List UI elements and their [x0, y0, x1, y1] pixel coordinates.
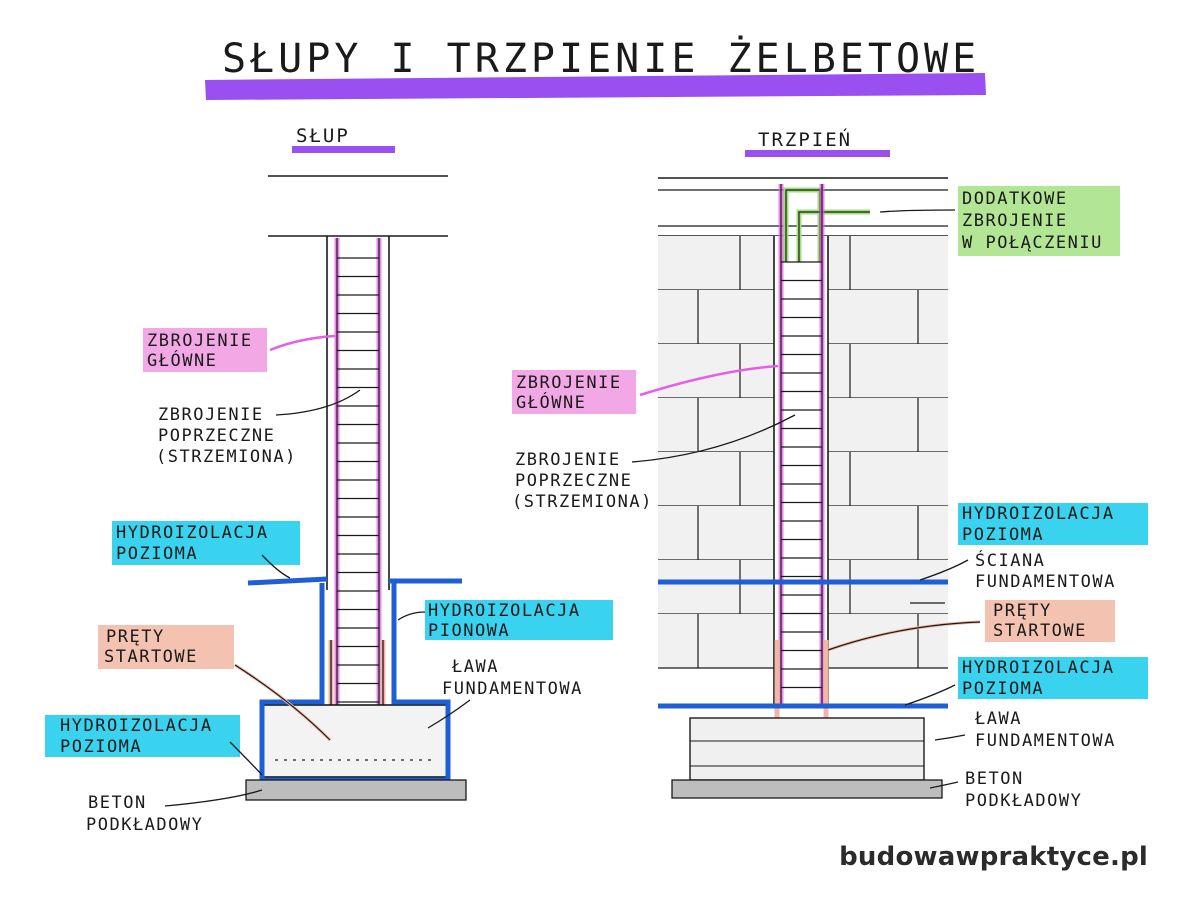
- right-starter-label-2: STARTOWE: [993, 621, 1087, 641]
- left-hz-bottom-arrow: [229, 741, 263, 776]
- right-hz-bottom-label-bg: [958, 657, 1148, 699]
- right-starter-arrow-ink: [827, 621, 981, 651]
- right-extra-rebar-ink: [798, 211, 870, 262]
- right-hz-bottom-arrow: [904, 684, 956, 706]
- right-hz-bottom-label-2: POZIOMA: [962, 679, 1044, 699]
- right-lean-label-2: PODKŁADOWY: [965, 791, 1082, 811]
- right-extra-label-3: W POŁĄCZENIU: [962, 233, 1103, 253]
- left-footing-label-2: FUNDAMENTOWA: [442, 679, 583, 699]
- right-hz-top-label-1: HYDROIZOLACJA: [962, 504, 1115, 524]
- left-vertical-label-2: PIONOWA: [428, 621, 510, 641]
- left-starter-label-bg: [98, 625, 234, 669]
- title-group: SŁUPY I TRZPIENIE ŻELBETOWE: [205, 34, 986, 100]
- right-stirrups-label-2: POPRZECZNE: [515, 471, 632, 491]
- right-main-rebar-label-1: ZBROJENIE: [516, 373, 622, 393]
- right-stirrups-label-3: (STRZEMIONA): [512, 492, 653, 512]
- right-hz-top-label-2: POZIOMA: [962, 525, 1044, 545]
- left-stirrups-arrow: [275, 389, 361, 416]
- right-extra-label-bg: [958, 186, 1120, 256]
- left-vertical-label-bg: [425, 600, 613, 640]
- left-lean-arrow: [164, 789, 263, 807]
- right-footing-label-2: FUNDAMENTOWA: [975, 731, 1116, 751]
- right-hz-bottom-label-1: HYDROIZOLACJA: [962, 658, 1115, 678]
- left-footing: [261, 704, 449, 778]
- right-lean-concrete: [671, 779, 943, 799]
- right-heading-highlight: [745, 150, 890, 157]
- right-hz-top-label-bg: [958, 503, 1148, 545]
- left-stirrups-label-3: (STRZEMIONA): [156, 447, 297, 467]
- right-lean-label-1: BETON: [965, 769, 1024, 789]
- right-footing-label-1: ŁAWA: [974, 709, 1022, 729]
- right-wall-label-2: FUNDAMENTOWA: [975, 572, 1116, 592]
- left-hz-bottom-label-2: POZIOMA: [60, 737, 142, 757]
- left-vertical-arrow: [397, 611, 426, 621]
- left-footing-label-1: ŁAWA: [451, 657, 499, 677]
- right-lean-arrow: [929, 781, 959, 789]
- right-stirrups-arrow: [631, 414, 796, 463]
- title-highlight: [205, 73, 986, 100]
- left-starter-label-1: PRĘTY: [106, 627, 165, 647]
- left-hz-top-label-2: POZIOMA: [116, 544, 198, 564]
- right-stirrups: [781, 261, 822, 689]
- right-wall-label-1: ŚCIANA: [975, 549, 1045, 571]
- left-hz-bottom-label-1: HYDROIZOLACJA: [60, 716, 213, 736]
- right-heading: TRZPIEŃ: [758, 128, 852, 151]
- left-main-rebar-label-2: GŁÓWNE: [147, 349, 217, 371]
- left-vertical-label-1: HYDROIZOLACJA: [428, 601, 581, 621]
- left-hz-top-label-bg: [112, 521, 300, 565]
- right-footing-arrow: [934, 734, 966, 741]
- left-lean-label-1: BETON: [88, 793, 147, 813]
- left-main-rebar-arrow: [269, 334, 336, 352]
- right-footing: [689, 717, 925, 781]
- left-stirrups-label-1: ZBROJENIE: [158, 405, 264, 425]
- right-extra-label-2: ZBROJENIE: [962, 211, 1068, 231]
- right-main-rebar-label-2: GŁÓWNE: [516, 391, 586, 413]
- left-hz-bottom-label-bg: [45, 715, 240, 757]
- right-starter-label-bg: [985, 600, 1115, 642]
- left-footing-arrow: [427, 699, 471, 729]
- left-hz-waterproofing-top: [247, 576, 328, 586]
- left-heading: SŁUP: [296, 125, 350, 147]
- left-main-rebar-label-bg: [143, 328, 267, 372]
- left-main-rebar-label-1: ZBROJENIE: [147, 331, 253, 351]
- left-stirrups-label-2: POPRZECZNE: [158, 426, 275, 446]
- left-hz-top-label-1: HYDROIZOLACJA: [116, 523, 269, 543]
- left-column-diagram: SŁUP ZBROJENIE GŁÓWNE Z: [45, 125, 613, 835]
- right-extra-label-1: DODATKOWE: [962, 189, 1068, 209]
- right-wall-arrow: [919, 559, 969, 581]
- right-stirrups-label-1: ZBROJENIE: [515, 450, 621, 470]
- left-stirrups: [337, 257, 379, 722]
- right-starter-label-1: PRĘTY: [993, 601, 1052, 621]
- right-tie-column-diagram: TRZPIEŃ: [512, 128, 1148, 811]
- left-hz-top-arrow: [261, 554, 291, 579]
- right-main-rebar-label-bg: [512, 370, 636, 414]
- left-heading-highlight: [292, 146, 395, 153]
- right-main-rebar-arrow: [639, 364, 779, 397]
- left-starter-label-2: STARTOWE: [104, 647, 198, 667]
- left-lean-concrete: [245, 779, 467, 801]
- right-extra-arrow: [879, 209, 956, 213]
- left-lean-label-2: PODKŁADOWY: [86, 815, 203, 835]
- left-starter-arrow-ink: [234, 664, 331, 741]
- brand-watermark: budowawpraktyce.pl: [839, 842, 1148, 872]
- diagram-title: SŁUPY I TRZPIENIE ŻELBETOWE: [222, 34, 980, 82]
